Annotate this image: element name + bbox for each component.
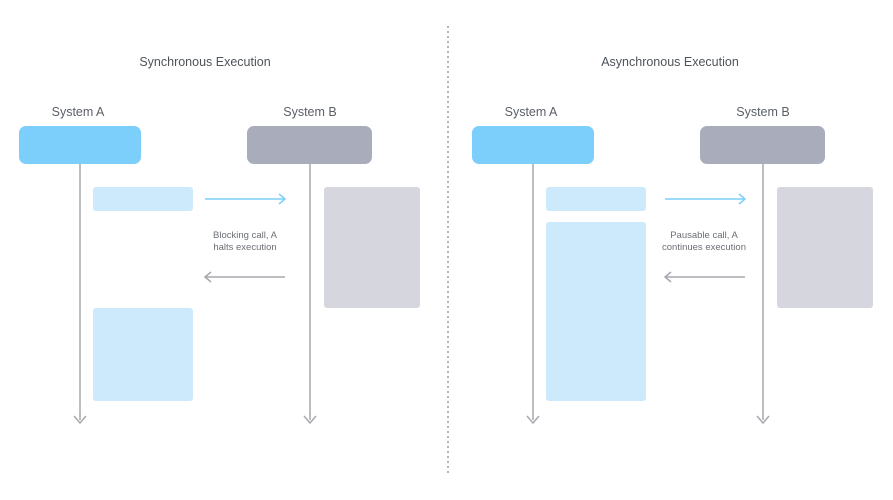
sync-system-b-lifeline-arrowhead — [303, 415, 317, 425]
async-call-note-line2: continues execution — [662, 242, 746, 253]
sync-system-a-resumed-activity — [93, 308, 193, 401]
async-system-b-label: System B — [736, 105, 790, 119]
sync-call-note: Blocking call, A halts execution — [213, 230, 277, 254]
async-system-b-box — [700, 126, 825, 164]
async-call-note: Pausable call, A continues execution — [662, 230, 746, 254]
sync-panel-title: Synchronous Execution — [139, 55, 271, 69]
async-system-b-lifeline-arrowhead — [756, 415, 770, 425]
async-system-a-label: System A — [504, 105, 558, 119]
async-call-note-line1: Pausable call, A — [670, 230, 738, 241]
sync-system-b-box — [247, 126, 372, 164]
sync-call-note-line2: halts execution — [213, 242, 277, 253]
async-system-a-lifeline-arrowhead — [526, 415, 540, 425]
sync-system-a-lifeline-arrowhead — [73, 415, 87, 425]
async-system-a-continued-activity — [546, 222, 646, 401]
sync-return-arrowhead — [203, 271, 212, 283]
async-return-arrowhead — [663, 271, 672, 283]
async-system-a-box — [472, 126, 594, 164]
sync-system-a-box — [19, 126, 141, 164]
sync-system-a-call-activity — [93, 187, 193, 211]
sync-system-b-processing-activity — [324, 187, 420, 308]
sync-system-a-label: System A — [51, 105, 105, 119]
async-system-a-call-activity — [546, 187, 646, 211]
sync-call-note-line1: Blocking call, A — [213, 230, 277, 241]
sync-call-arrowhead — [278, 193, 287, 205]
sync-system-b-label: System B — [283, 105, 337, 119]
async-panel-title: Asynchronous Execution — [601, 55, 739, 69]
async-call-arrowhead — [738, 193, 747, 205]
async-system-b-processing-activity — [777, 187, 873, 308]
